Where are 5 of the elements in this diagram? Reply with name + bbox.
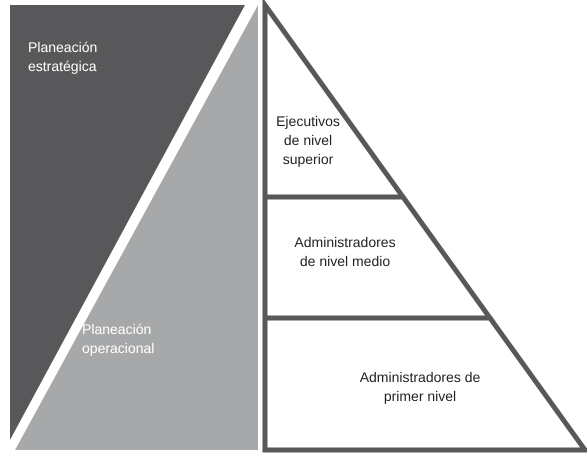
level-label: Administradores de nivel medio (293, 233, 397, 271)
level-label: Planeación estratégica (28, 38, 98, 76)
level-label: Administradores de primer nivel (358, 368, 482, 406)
level-label: Planeación operacional (82, 320, 156, 358)
level-label: Ejecutivos de nivel superior (275, 112, 341, 169)
